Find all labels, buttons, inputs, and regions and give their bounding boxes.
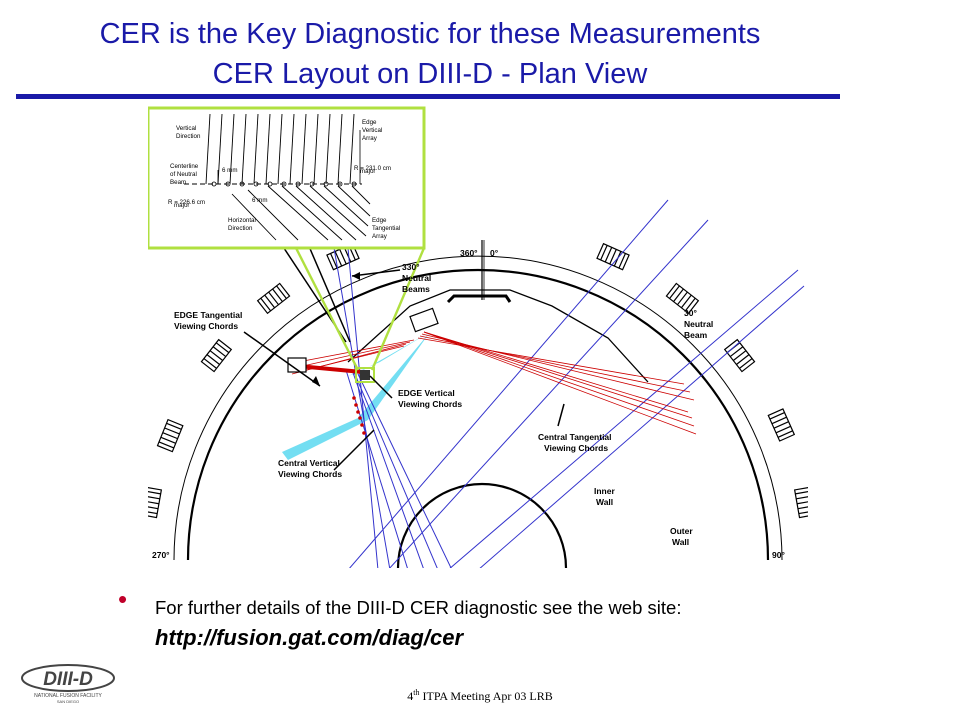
label-central-tangential-a: Central Tangential	[538, 432, 612, 442]
label-30-neutral-b: Neutral	[684, 319, 713, 329]
cer-plan-view-diagram: Vertical Direction Edge Vertical Array C…	[148, 106, 808, 568]
label-360: 360°	[460, 248, 478, 258]
title-line-1: CER is the Key Diagnostic for these Meas…	[99, 18, 761, 50]
label-inner-wall-a: Inner	[594, 486, 615, 496]
edge-port	[360, 370, 370, 380]
neutral-beam-port-top	[446, 294, 512, 304]
tangential-port	[409, 307, 439, 333]
edge-tangential-fan-2	[348, 332, 430, 376]
label-330-neutral-b: Neutral	[402, 273, 431, 283]
central-tangential-chords	[291, 331, 697, 435]
inset-diagonal-lines	[231, 185, 371, 241]
logo-sub1: NATIONAL FUSION FACILITY	[34, 693, 102, 699]
diagram-labels: 330° Neutral Beams 360° 0° 30° Neutral B…	[152, 248, 785, 560]
label-0: 0°	[490, 248, 499, 258]
title-underline	[16, 94, 840, 99]
inset-six-mm-bottom: 6 mm	[252, 197, 267, 204]
inset-vertical-direction-b: Direction	[176, 133, 201, 140]
footer-rest: ITPA Meeting Apr 03 LRB	[419, 689, 553, 703]
title-line-2: CER Layout on DIII-D - Plan View	[212, 58, 648, 90]
footer: 4th ITPA Meeting Apr 03 LRB	[0, 688, 960, 704]
footer-sup: th	[413, 688, 420, 697]
label-edge-vertical-a: EDGE Vertical	[398, 388, 455, 398]
inset-rmajor-left-sub: major	[174, 202, 189, 209]
inset-box	[148, 106, 426, 250]
inset-rmajor-right: R = 231.0 cm	[354, 165, 391, 172]
inset-centerline-a: Centerline	[170, 163, 199, 170]
logo-sub2: SAN DIEGO	[57, 699, 79, 704]
footer-prefix: 4	[407, 689, 414, 703]
inset-six-mm-top: 6 mm	[222, 167, 237, 174]
label-edge-vertical-b: Viewing Chords	[398, 399, 462, 409]
diii-d-logo: DIII-D NATIONAL FUSION FACILITY SAN DIEG…	[21, 664, 115, 704]
vessel-inner-facets	[347, 289, 649, 383]
inset-vertical-direction-a: Vertical	[176, 125, 196, 132]
inset-edge-tangential-array-b: Tangential	[372, 225, 400, 232]
inset-vertical-lines	[205, 113, 355, 185]
bullet-icon: •	[118, 584, 128, 614]
edge-chord-bar	[297, 364, 363, 374]
inset-rmajor-left: R = 226.6 cm	[168, 199, 205, 206]
outer-wall	[186, 268, 770, 561]
inset-edge-vertical-array-c: Array	[362, 135, 378, 142]
label-edge-tangential-b: Viewing Chords	[174, 321, 238, 331]
edge-tangential-port	[287, 357, 307, 373]
label-edge-tangential-a: EDGE Tangential	[174, 310, 242, 320]
inset-circles	[211, 181, 357, 187]
cer-website-link[interactable]: http://fusion.gat.com/diag/cer	[155, 625, 464, 650]
label-270: 270°	[152, 550, 170, 560]
vessel-ports	[148, 242, 808, 519]
outer-wall-outline	[173, 255, 783, 561]
inset-horizontal-direction-b: Direction	[228, 225, 253, 232]
label-inner-wall-b: Wall	[596, 497, 613, 507]
bullet-text: For further details of the DIII-D CER di…	[155, 597, 682, 618]
blue-chords	[333, 199, 805, 568]
label-outer-wall-a: Outer	[670, 526, 693, 536]
label-30-neutral-a: 30°	[684, 308, 697, 318]
label-330-neutral-a: 330°	[402, 262, 420, 272]
edge-tangential-fan	[282, 332, 430, 460]
inset-connector-right	[370, 247, 426, 371]
label-central-vertical-a: Central Vertical	[278, 458, 340, 468]
edge-vertical-points	[352, 396, 366, 435]
inset-centerline-c: Beam	[170, 179, 186, 186]
label-outer-wall-b: Wall	[672, 537, 689, 547]
label-30-neutral-c: Beam	[684, 330, 708, 340]
inset-edge-vertical-array-a: Edge	[362, 119, 377, 126]
inset-connector-left	[294, 247, 360, 371]
edge-region-box	[355, 367, 375, 383]
label-90: 90°	[772, 550, 785, 560]
label-central-vertical-b: Viewing Chords	[278, 469, 342, 479]
inset-edge-vertical-array-b: Vertical	[362, 127, 382, 134]
inset-edge-tangential-array-a: Edge	[372, 217, 387, 224]
logo-name: DIII-D	[43, 669, 93, 690]
label-central-tangential-b: Viewing Chords	[544, 443, 608, 453]
inset-labels: Vertical Direction Edge Vertical Array C…	[168, 119, 400, 240]
inset-horizontal-direction-a: Horizontal	[228, 217, 256, 224]
inset-rmajor-right-sub: major	[360, 168, 375, 175]
label-330-neutral-c: Beams	[402, 284, 430, 294]
inset-edge-tangential-array-c: Array	[372, 233, 388, 240]
inset-centerline-b: of Neutral	[170, 171, 197, 178]
